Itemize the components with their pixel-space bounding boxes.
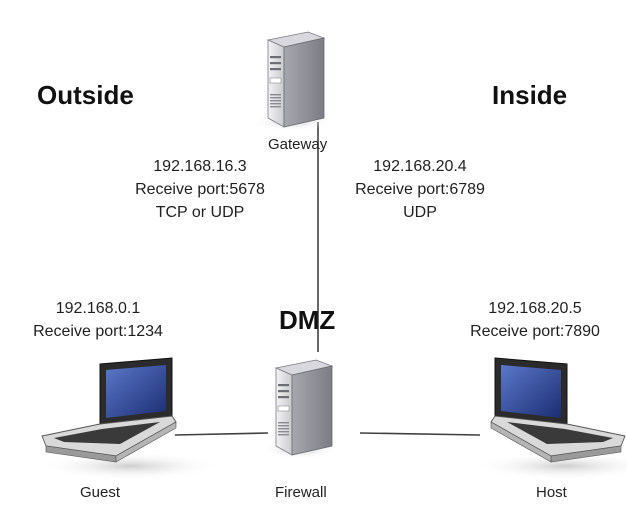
region-inside-label: Inside (492, 80, 568, 110)
host-port: Receive port:7890 (470, 323, 600, 340)
host-address: 192.168.20.5 Receive port:7890 (446, 297, 624, 343)
guest-ip: 192.168.0.1 (55, 300, 141, 317)
guest-port: Receive port:1234 (33, 323, 163, 340)
gateway-server-icon (252, 31, 332, 131)
host-name: Host (536, 484, 567, 501)
gateway-inside-address: 192.168.20.4 Receive port:6789 UDP (340, 155, 500, 224)
guest-laptop-icon (38, 357, 222, 480)
region-outside-label: Outside (37, 80, 134, 110)
gateway-outside-protocol: TCP or UDP (155, 204, 245, 221)
guest-address: 192.168.0.1 Receive port:1234 (8, 297, 188, 343)
region-dmz-label: DMZ (279, 305, 336, 335)
link-guest-firewall (174, 432, 269, 436)
gateway-outside-address: 192.168.16.3 Receive port:5678 TCP or UD… (120, 155, 280, 224)
link-firewall-host (359, 432, 481, 436)
gateway-inside-ip: 192.168.20.4 (373, 158, 467, 175)
host-ip: 192.168.20.5 (488, 300, 582, 317)
gateway-inside-protocol: UDP (403, 204, 437, 221)
gateway-outside-ip: 192.168.16.3 (153, 158, 247, 175)
firewall-name: Firewall (275, 484, 327, 501)
firewall-server-icon (260, 359, 340, 459)
host-laptop-icon (473, 357, 627, 480)
gateway-name: Gateway (268, 136, 328, 153)
gateway-outside-port: Receive port:5678 (135, 181, 265, 198)
guest-name: Guest (80, 484, 121, 501)
gateway-inside-port: Receive port:6789 (355, 181, 485, 198)
